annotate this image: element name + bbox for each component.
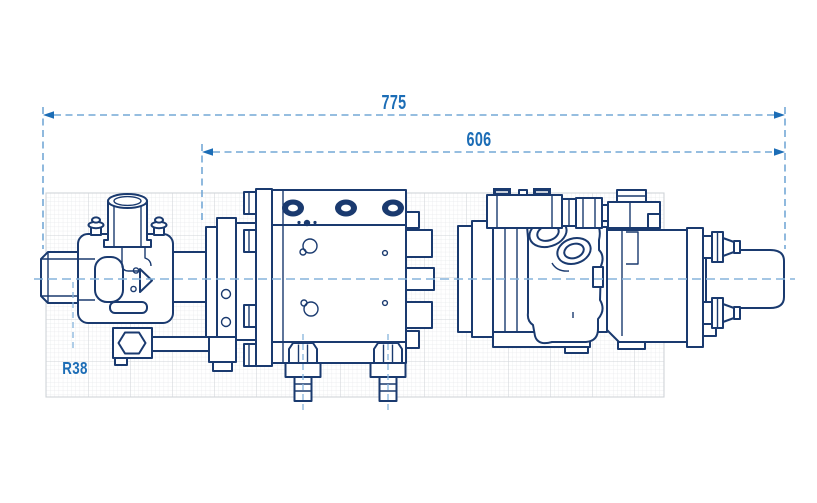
arrowhead-right <box>774 111 785 119</box>
check-valve-symbol <box>121 247 153 293</box>
dimension-label-775: 775 <box>381 91 406 114</box>
dimension-label-606: 606 <box>466 128 491 151</box>
socket-bolt <box>382 199 404 217</box>
port-boss <box>556 237 592 265</box>
socket-bolt <box>335 199 357 217</box>
drain-bracket <box>112 327 211 366</box>
pump-flange <box>686 227 704 348</box>
valve-manifold <box>486 188 611 229</box>
side-tabs <box>405 211 435 349</box>
hex-union <box>575 197 611 229</box>
arrowhead-right <box>774 148 785 156</box>
top-port-cylinder <box>103 193 152 248</box>
drain-plug <box>299 238 318 256</box>
coupling-flange <box>205 188 273 372</box>
radius-label: R38 <box>62 359 88 378</box>
breather-bolt <box>150 216 168 236</box>
input-shaft <box>40 251 81 304</box>
breather-bolt <box>87 216 105 236</box>
pump-top-block <box>607 189 661 229</box>
gear-pump <box>589 226 717 350</box>
port-fitting <box>702 297 741 329</box>
flange-bolts <box>243 191 257 367</box>
dimension-overall-length: 775 <box>42 91 786 249</box>
arrowhead-left <box>202 148 213 156</box>
arrowhead-left <box>43 111 54 119</box>
hex-nut <box>117 331 147 355</box>
centerlines <box>34 278 795 413</box>
port-fitting <box>702 231 741 263</box>
drain-plug <box>300 299 319 317</box>
radius-callout: R38 <box>62 282 88 379</box>
socket-bolt <box>282 199 304 217</box>
output-shaft <box>705 249 785 309</box>
gearbox-block <box>271 189 435 364</box>
motor-cover <box>526 202 604 345</box>
lower-slot <box>109 301 148 314</box>
dimension-module-length: 606 <box>201 128 785 223</box>
